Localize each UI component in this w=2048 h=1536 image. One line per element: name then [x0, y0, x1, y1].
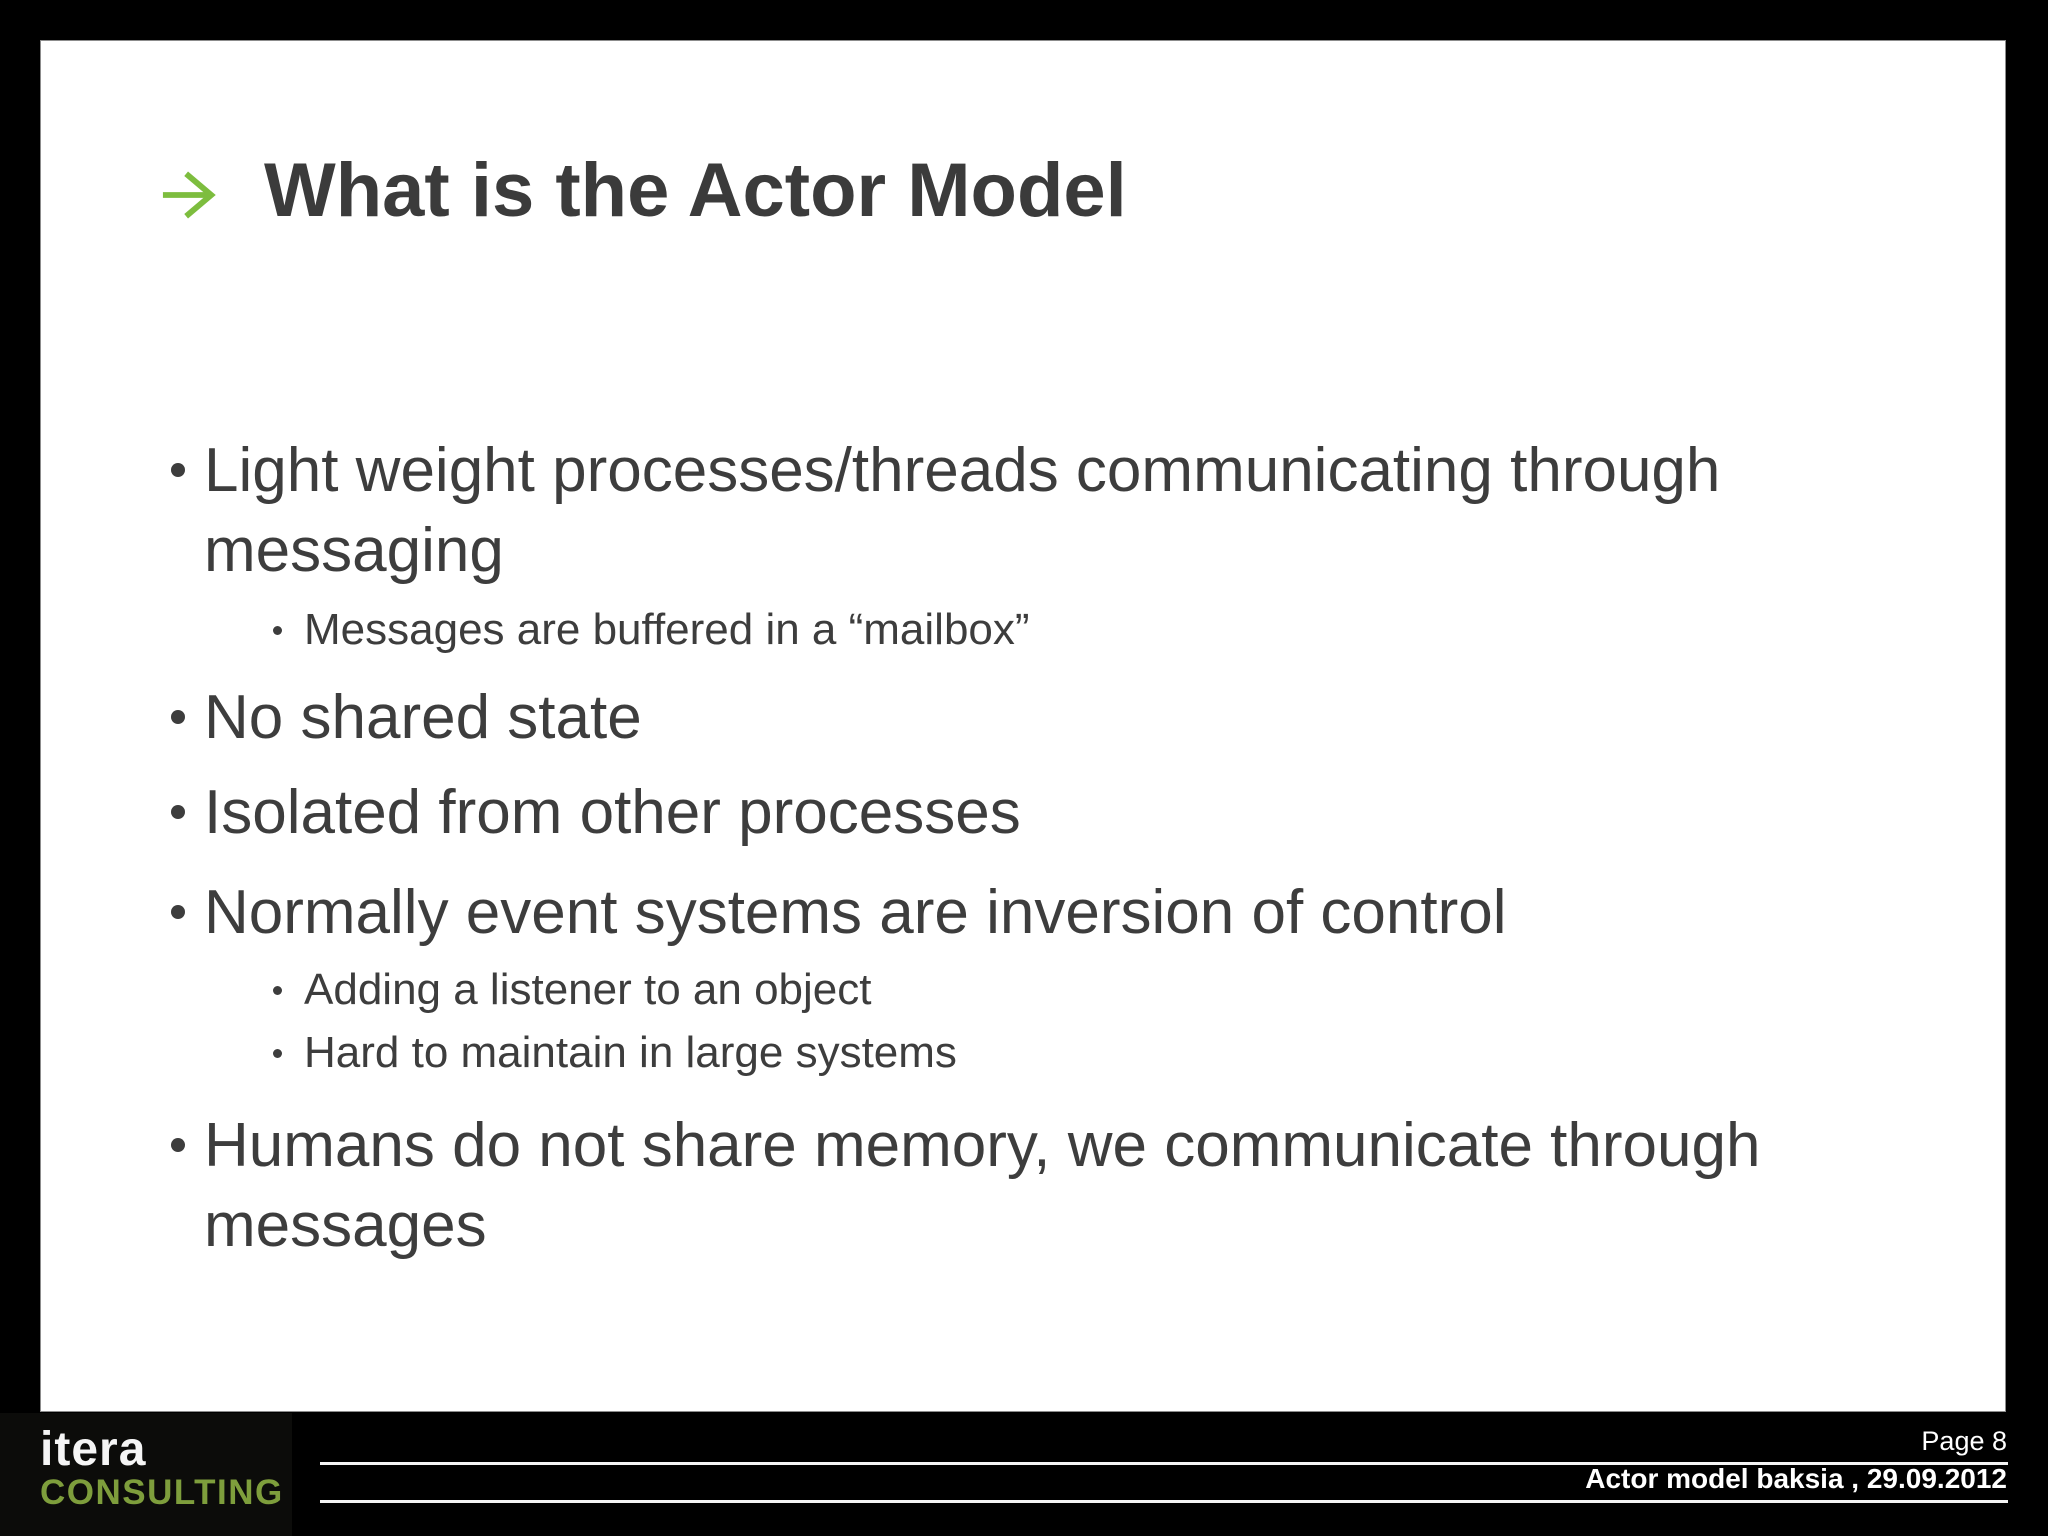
bullet-dot — [171, 710, 185, 724]
slide-surface: What is the Actor Model Light weight pro… — [40, 40, 2006, 1412]
bullet-dot — [171, 1138, 185, 1152]
bullet-text: Isolated from other processes — [204, 778, 1021, 847]
footer-divider-top — [320, 1462, 2008, 1465]
bullet-item: Isolated from other processes — [171, 773, 1891, 853]
bullet-text: Hard to maintain in large systems — [304, 1028, 957, 1077]
bullet-item: Humans do not share memory, we communica… — [171, 1106, 1891, 1266]
bullet-text: No shared state — [204, 683, 642, 752]
bullet-text: Adding a listener to an object — [304, 965, 872, 1014]
bullet-text: Light weight processes/threads communica… — [204, 436, 1721, 585]
bullet-item-sub: Messages are buffered in a “mailbox” — [273, 602, 1873, 658]
bullet-dot — [273, 626, 282, 635]
bullet-text: Messages are buffered in a “mailbox” — [304, 605, 1030, 654]
bullet-dot — [171, 805, 185, 819]
itera-consulting-logo: itera CONSULTING — [40, 1423, 284, 1512]
bullet-text: Humans do not share memory, we communica… — [204, 1111, 1761, 1260]
bullet-item-sub: Adding a listener to an object — [273, 962, 1873, 1018]
document-title-and-date: Actor model baksia , 29.09.2012 — [1585, 1463, 2007, 1494]
footer-divider-bottom — [320, 1500, 2008, 1503]
logo-secondary-text: CONSULTING — [40, 1473, 284, 1512]
page-number: Page 8 — [1921, 1426, 2007, 1456]
logo-background — [0, 1413, 292, 1536]
slide-title: What is the Actor Model — [264, 148, 1127, 233]
bullet-dot — [171, 463, 185, 477]
logo-primary-text: itera — [40, 1423, 147, 1476]
bullet-dot — [273, 986, 282, 995]
bullet-text: Normally event systems are inversion of … — [204, 878, 1507, 947]
bullet-item: No shared state — [171, 678, 1891, 758]
bullet-item: Light weight processes/threads communica… — [171, 431, 1891, 591]
bullet-dot — [171, 905, 185, 919]
arrow-right-icon — [162, 171, 216, 219]
bullet-item: Normally event systems are inversion of … — [171, 873, 1891, 953]
bullet-item-sub: Hard to maintain in large systems — [273, 1025, 1873, 1081]
bullet-dot — [273, 1049, 282, 1058]
